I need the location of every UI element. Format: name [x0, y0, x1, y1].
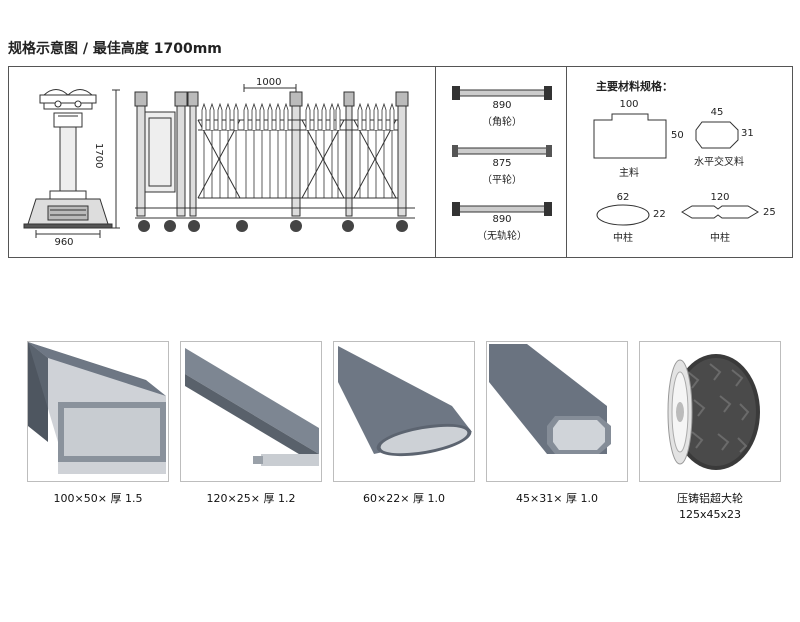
main-profile-height: 50: [671, 130, 684, 141]
flat-pillar-width: 120: [710, 192, 730, 203]
flat-wheel-drawing: [452, 145, 552, 157]
front-width-label: 960: [54, 237, 74, 248]
oval-pillar-drawing: [596, 204, 650, 226]
wheel-width-label: 890: [492, 100, 512, 111]
gate-elevation-drawing: [134, 84, 415, 232]
product-photo-flat-profile: [180, 341, 322, 482]
main-profile-width: 100: [619, 99, 639, 110]
product-caption: 120×25× 厚 1.2: [206, 492, 296, 505]
product-photo-wheel: [639, 341, 781, 482]
product-caption: 100×50× 厚 1.5: [53, 492, 143, 505]
cross-profile-width: 45: [710, 107, 724, 118]
gate-front-view-drawing: [23, 89, 120, 238]
product-caption-size: 125x45x23: [678, 508, 741, 521]
cross-profile-height: 31: [741, 128, 754, 139]
trackless-wheel-drawing: [452, 202, 552, 216]
main-profile-drawing: [593, 113, 667, 159]
oval-pillar-label: 中柱: [613, 233, 633, 244]
height-label: 1700: [93, 143, 104, 169]
spec-diagram-frame: [8, 66, 793, 258]
cross-profile-drawing: [695, 121, 739, 149]
frame-divider: [435, 66, 436, 258]
page-title: 规格示意图 / 最佳高度 1700mm: [8, 41, 222, 57]
wheel-type-label: （无轨轮）: [477, 231, 527, 242]
materials-heading: 主要材料规格：: [596, 80, 673, 93]
cross-profile-label: 水平交叉料: [694, 157, 744, 168]
product-caption: 压铸铝超大轮: [677, 492, 743, 505]
wheel-type-label: （角轮）: [482, 117, 522, 128]
oval-pillar-width: 62: [616, 192, 630, 203]
main-profile-label: 主料: [619, 168, 639, 179]
frame-divider: [566, 66, 567, 258]
wheel-width-label: 875: [492, 158, 512, 169]
flat-pillar-height: 25: [763, 207, 776, 218]
product-photo-octagon-profile: [486, 341, 628, 482]
flat-pillar-label: 中柱: [710, 233, 730, 244]
wheel-type-label: （平轮）: [482, 175, 522, 186]
product-caption: 45×31× 厚 1.0: [516, 492, 598, 505]
gate-spacing-label: 1000: [256, 77, 282, 88]
corner-wheel-drawing: [452, 86, 552, 100]
product-photo-rect-profile: [27, 341, 169, 482]
wheel-width-label: 890: [492, 214, 512, 225]
flat-pillar-drawing: [681, 205, 759, 219]
product-photo-oval-profile: [333, 341, 475, 482]
product-caption: 60×22× 厚 1.0: [363, 492, 445, 505]
oval-pillar-height: 22: [653, 209, 666, 220]
